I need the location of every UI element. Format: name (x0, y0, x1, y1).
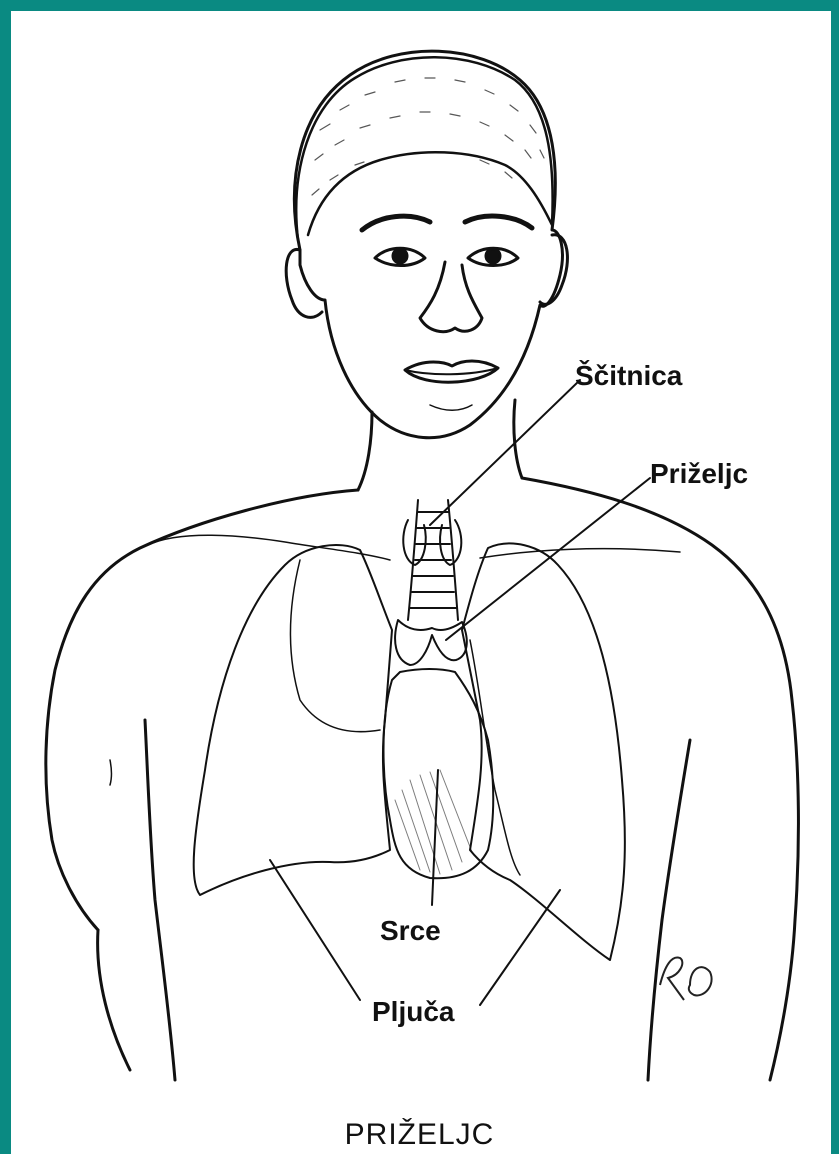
neck-left (358, 412, 372, 490)
trachea (408, 500, 458, 620)
torso-left (46, 490, 358, 930)
right-pupil (486, 249, 500, 263)
leader-thyroid (430, 380, 580, 525)
label-lungs: Pljuča (372, 996, 454, 1028)
left-pupil (393, 249, 407, 263)
right-lung (462, 543, 625, 960)
thymus-gland (395, 620, 467, 665)
leader-heart (432, 770, 438, 905)
nose (420, 262, 482, 332)
label-thyroid: Ščitnica (575, 360, 682, 392)
right-armpit (648, 740, 690, 1080)
left-armpit (145, 720, 175, 1080)
label-heart: Srce (380, 915, 441, 947)
label-thymus: Priželjc (650, 458, 748, 490)
left-eyebrow (362, 216, 430, 230)
figure-caption: PRIŽELJC (0, 1118, 839, 1152)
leader-lung-right (480, 890, 560, 1005)
leader-thymus (446, 478, 650, 640)
left-arm-inner (98, 930, 130, 1070)
artist-signature (660, 957, 712, 1000)
right-eyebrow (465, 216, 532, 228)
torso-right (522, 478, 798, 1080)
left-ear (286, 249, 322, 317)
hair (296, 57, 552, 240)
leader-lung-left (270, 860, 360, 1000)
